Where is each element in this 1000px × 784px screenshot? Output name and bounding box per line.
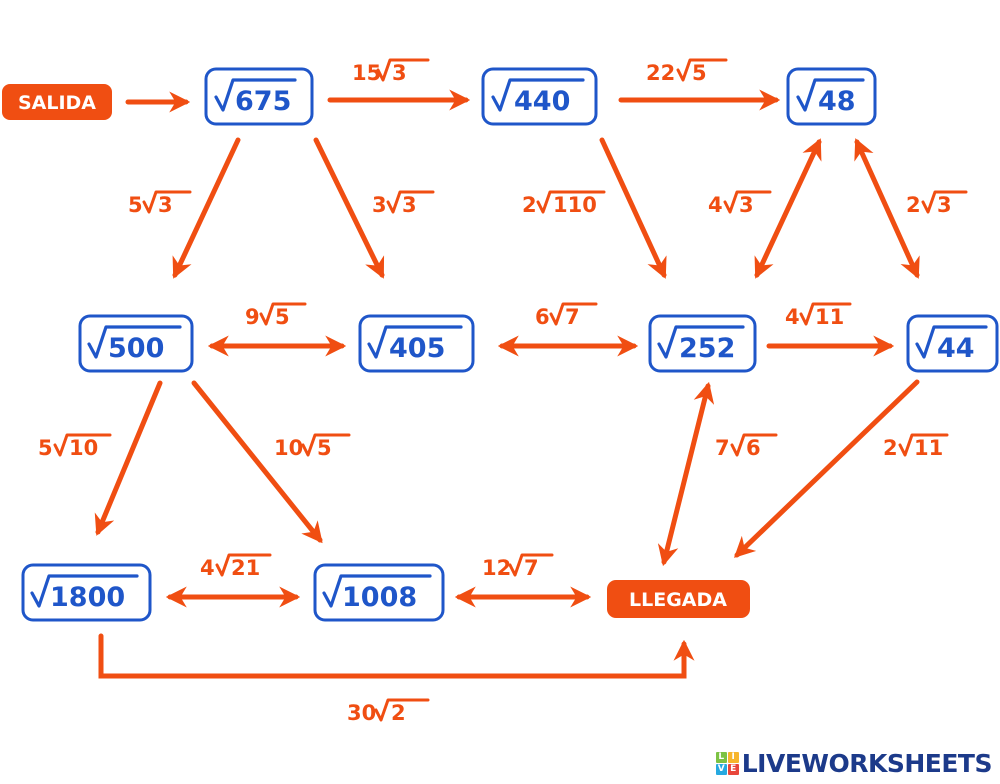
edge-1800-llegada (98, 633, 695, 679)
svg-text:22: 22 (646, 61, 675, 85)
edge-label-2sqrt3: 2 3 (906, 190, 968, 217)
svg-text:2: 2 (906, 193, 921, 217)
edge-label-2sqrt11: 2 11 (883, 433, 949, 460)
svg-text:405: 405 (389, 333, 445, 364)
node-44: 44 (906, 314, 999, 373)
svg-text:30: 30 (347, 701, 376, 725)
edge-label-7sqrt6: 7 6 (715, 433, 778, 460)
logo-letter-i: I (727, 751, 739, 763)
svg-text:7: 7 (715, 436, 730, 460)
start-label: SALIDA (18, 92, 96, 114)
start-terminal: SALIDA (2, 84, 112, 120)
svg-text:3: 3 (372, 193, 387, 217)
node-48: 48 (786, 67, 877, 126)
svg-text:15: 15 (352, 61, 381, 85)
edge-label-4sqrt21: 4 21 (200, 553, 272, 580)
svg-text:12: 12 (482, 556, 511, 580)
brand-text: LIVEWORKSHEETS (741, 748, 993, 778)
node-1008: 1008 (313, 563, 445, 622)
svg-text:11: 11 (815, 305, 844, 329)
node-1800: 1800 (21, 563, 152, 622)
edge-675-500 (172, 137, 241, 279)
svg-text:2: 2 (391, 701, 406, 725)
svg-text:4: 4 (708, 193, 723, 217)
edge-48-44 (854, 138, 920, 279)
svg-text:9: 9 (245, 305, 260, 329)
end-label: LLEGADA (629, 589, 727, 611)
edge-500-1800 (94, 380, 163, 536)
svg-text:48: 48 (818, 86, 856, 117)
logo-letter-l: L (715, 751, 727, 763)
edge-label-5sqrt3: 5 3 (128, 190, 192, 217)
node-252: 252 (648, 314, 757, 373)
svg-text:252: 252 (679, 333, 735, 364)
svg-text:5: 5 (275, 305, 290, 329)
edge-252-llegada (657, 381, 715, 567)
edge-44-llegada (733, 379, 920, 558)
svg-text:2: 2 (883, 436, 898, 460)
edge-500-1008 (191, 380, 323, 544)
end-terminal: LLEGADA (607, 580, 750, 618)
edge-label-9sqrt5: 9 5 (245, 302, 307, 329)
svg-text:3: 3 (392, 61, 407, 85)
svg-text:5: 5 (128, 193, 143, 217)
svg-text:5: 5 (317, 436, 332, 460)
logo-letter-v: V (715, 763, 727, 775)
svg-text:6: 6 (535, 305, 550, 329)
svg-text:1800: 1800 (50, 582, 125, 613)
liveworksheets-logo-icon: L I V E (715, 751, 739, 775)
edge-label-12sqrt7: 12 7 (482, 553, 554, 580)
svg-text:3: 3 (158, 193, 173, 217)
svg-text:4: 4 (200, 556, 215, 580)
svg-text:3: 3 (402, 193, 417, 217)
svg-text:44: 44 (937, 333, 975, 364)
svg-text:5: 5 (692, 61, 707, 85)
svg-text:11: 11 (914, 436, 943, 460)
svg-text:2: 2 (522, 193, 537, 217)
svg-text:675: 675 (235, 86, 291, 117)
edge-label-22sqrt5: 22 5 (646, 58, 728, 85)
edge-252-48 (754, 138, 822, 279)
svg-text:5: 5 (38, 436, 53, 460)
edge-label-3sqrt3: 3 3 (372, 190, 435, 217)
svg-text:1008: 1008 (342, 582, 417, 613)
edge-label-4sqrt3: 4 3 (708, 190, 772, 217)
svg-text:500: 500 (108, 333, 164, 364)
svg-text:3: 3 (739, 193, 754, 217)
liveworksheets-brand: L I V E LIVEWORKSHEETS (715, 748, 993, 778)
edge-label-5sqrt10: 5 10 (38, 433, 112, 460)
svg-text:440: 440 (514, 86, 570, 117)
node-500: 500 (78, 314, 194, 373)
node-405: 405 (358, 314, 475, 373)
svg-text:4: 4 (785, 305, 800, 329)
edge-675-405 (313, 137, 385, 279)
svg-text:10: 10 (274, 436, 303, 460)
edge-label-2sqrt110: 2 110 (522, 190, 606, 217)
edge-label-30sqrt2: 30 2 (347, 698, 430, 725)
svg-text:7: 7 (565, 305, 580, 329)
svg-text:110: 110 (553, 193, 597, 217)
svg-text:10: 10 (69, 436, 98, 460)
edge-440-252 (599, 137, 667, 279)
node-675: 675 (204, 67, 314, 126)
edges (94, 89, 920, 679)
edge-label-10sqrt5: 10 5 (274, 433, 351, 460)
edge-label-6sqrt7: 6 7 (535, 302, 598, 329)
edge-label-4sqrt11: 4 11 (785, 302, 852, 329)
logo-letter-e: E (727, 763, 739, 775)
edge-labels: 15 3 22 5 5 3 3 3 2 110 4 (38, 58, 968, 725)
svg-text:3: 3 (937, 193, 952, 217)
svg-text:7: 7 (524, 556, 539, 580)
edge-label-15sqrt3: 15 3 (352, 58, 430, 85)
node-440: 440 (481, 67, 598, 126)
svg-text:6: 6 (746, 436, 761, 460)
svg-text:21: 21 (231, 556, 260, 580)
